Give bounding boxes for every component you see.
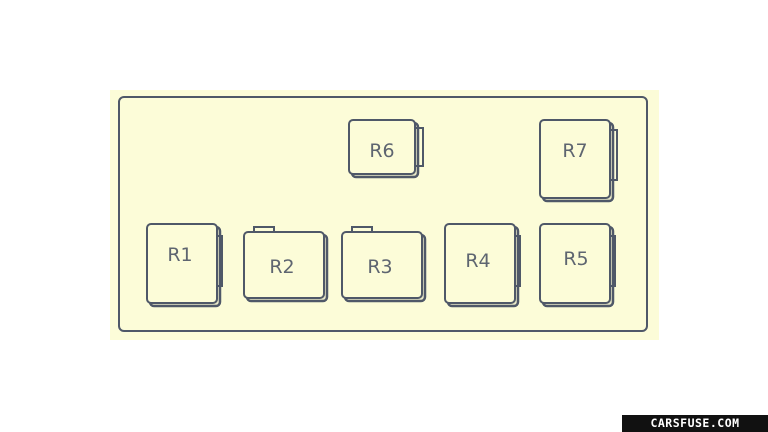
relay-r2-shape — [243, 226, 329, 303]
relay-r7-shape — [539, 119, 618, 203]
relay-r3: R3 — [340, 226, 428, 304]
relay-label: R3 — [367, 256, 393, 278]
relay-label: R5 — [563, 248, 589, 270]
relay-r1-shape — [146, 223, 223, 308]
fuse-box-outline — [118, 96, 648, 332]
relay-r5-shape — [539, 223, 616, 308]
relay-label: R1 — [167, 244, 193, 266]
relay-label: R6 — [369, 140, 395, 162]
relay-label: R2 — [269, 256, 295, 278]
relay-r4-shape — [444, 223, 521, 308]
relay-r6-shape — [348, 119, 424, 179]
relay-r1: R1 — [145, 222, 225, 308]
relay-r2: R2 — [242, 226, 330, 304]
relay-r6: R6 — [347, 118, 429, 180]
relay-label: R4 — [465, 250, 491, 272]
relay-r5: R5 — [538, 222, 618, 308]
relay-r7: R7 — [538, 118, 620, 203]
relay-label: R7 — [562, 140, 588, 162]
relay-r3-shape — [341, 226, 427, 303]
relay-r4: R4 — [443, 222, 523, 308]
carsfuse-watermark: CARSFUSE.COM — [622, 415, 768, 432]
